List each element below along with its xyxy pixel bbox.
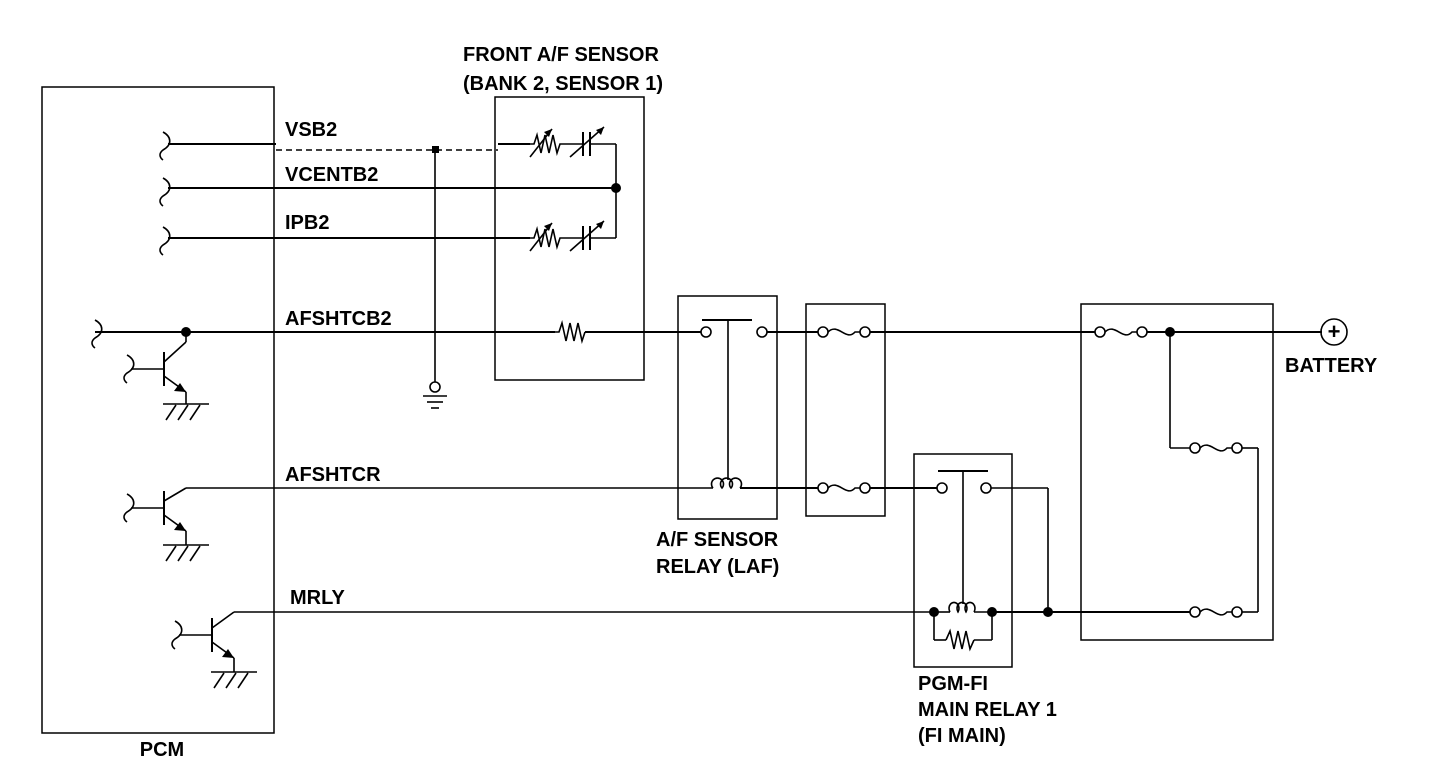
wire-vsb2 [168, 143, 530, 151]
af-relay-label-line-2: RELAY (LAF) [656, 556, 779, 578]
sensor-common-node [611, 144, 621, 238]
fuse-icon [1189, 606, 1258, 618]
fuse-icon [817, 326, 871, 338]
variable-resistor-icon [529, 128, 565, 158]
af-sensor-relay-box [677, 295, 778, 520]
relay-coil-icon [929, 601, 997, 617]
transistor-icon [131, 332, 209, 421]
battery-plus-symbol: + [1328, 319, 1341, 344]
relay-switch-icon [700, 319, 768, 480]
resistor-icon [555, 320, 586, 344]
fuse-icon [817, 482, 871, 494]
transistor-icon [131, 487, 209, 562]
sensor-title-line-2: (BANK 2, SENSOR 1) [463, 73, 663, 95]
relay-switch-icon [936, 470, 1049, 612]
variable-resistor-icon [529, 222, 565, 252]
ground-icon [423, 381, 447, 409]
main-relay-label-line-3: (FI MAIN) [918, 725, 1006, 747]
resistor-icon [933, 612, 993, 652]
wire-label-ipb2: IPB2 [285, 212, 329, 234]
main-relay-label-line-2: MAIN RELAY 1 [918, 699, 1057, 721]
af-sensor-box [494, 96, 645, 381]
fuse-box-middle [805, 303, 886, 517]
wire-mrly [234, 607, 1190, 617]
main-relay-box [913, 453, 1013, 668]
wire-afshtcb2 [95, 327, 1322, 337]
pcm-box [41, 86, 275, 734]
wire-label-vcentb2: VCENTB2 [285, 164, 378, 186]
sensor-title-line-1: FRONT A/F SENSOR [463, 44, 659, 66]
fuse-box-right [1080, 303, 1274, 641]
relay-coil-icon [710, 477, 743, 490]
af-relay-label-line-1: A/F SENSOR [656, 529, 779, 551]
battery-terminal-icon: + [1320, 318, 1348, 346]
wire-label-afshtcr: AFSHTCR [285, 464, 381, 486]
wire-label-vsb2: VSB2 [285, 119, 337, 141]
variable-capacitor-icon [565, 220, 616, 252]
variable-capacitor-icon [565, 126, 616, 158]
pcm-label: PCM [140, 739, 184, 761]
wire-label-mrly: MRLY [290, 587, 345, 609]
connector-icon [91, 131, 183, 650]
main-relay-label-line-1: PGM-FI [918, 673, 988, 695]
shield-ground-wire [432, 146, 439, 382]
fuse-icon [1094, 326, 1175, 338]
transistor-icon [179, 611, 257, 689]
fuse-icon [1169, 332, 1259, 612]
wire-label-afshtcb2: AFSHTCB2 [285, 308, 392, 330]
battery-label: BATTERY [1285, 355, 1378, 377]
